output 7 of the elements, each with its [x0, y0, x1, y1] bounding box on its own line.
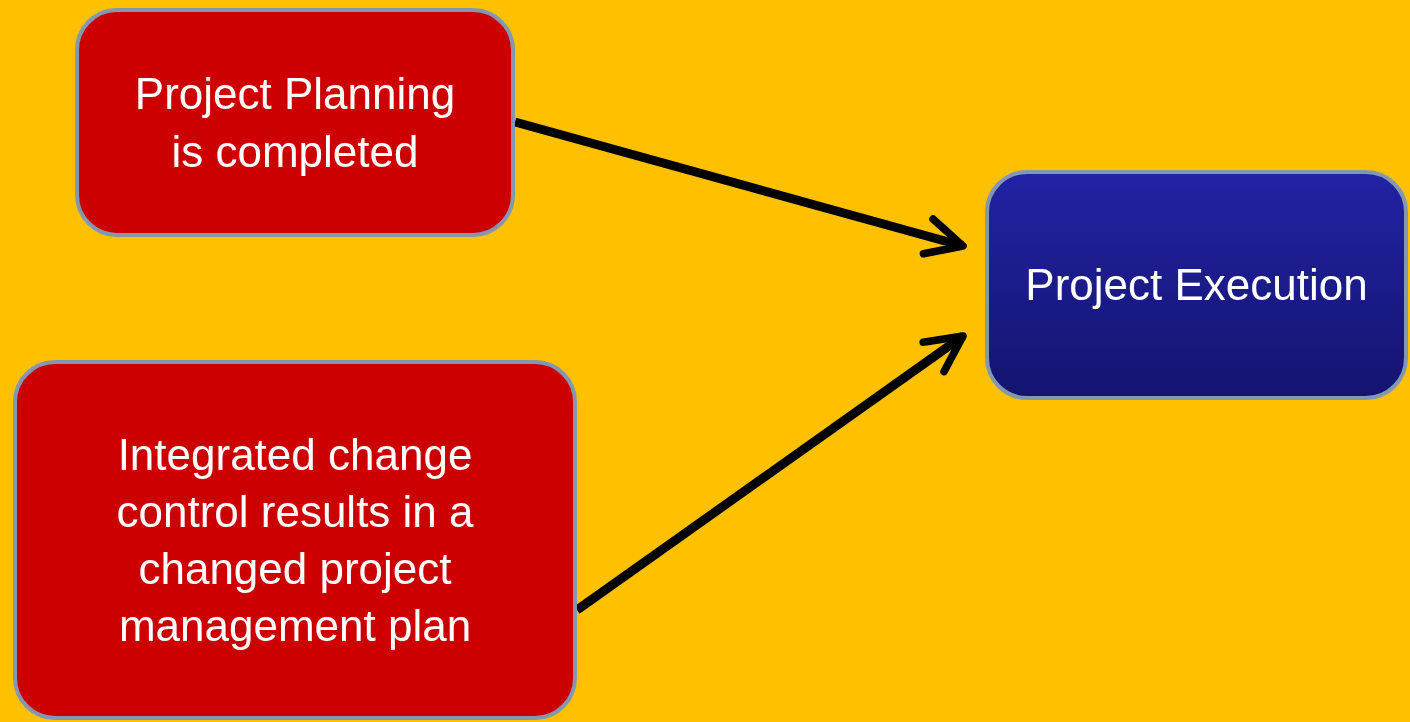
arrow: [513, 117, 967, 258]
process-box: [75, 8, 515, 237]
process-box: [13, 360, 577, 720]
node-label: Project Execution: [1025, 259, 1368, 312]
node-label: Integrated change control results in a changed project management plan: [115, 428, 475, 653]
node-label: Project Planning is completed: [133, 68, 457, 178]
process-box: [985, 170, 1408, 400]
